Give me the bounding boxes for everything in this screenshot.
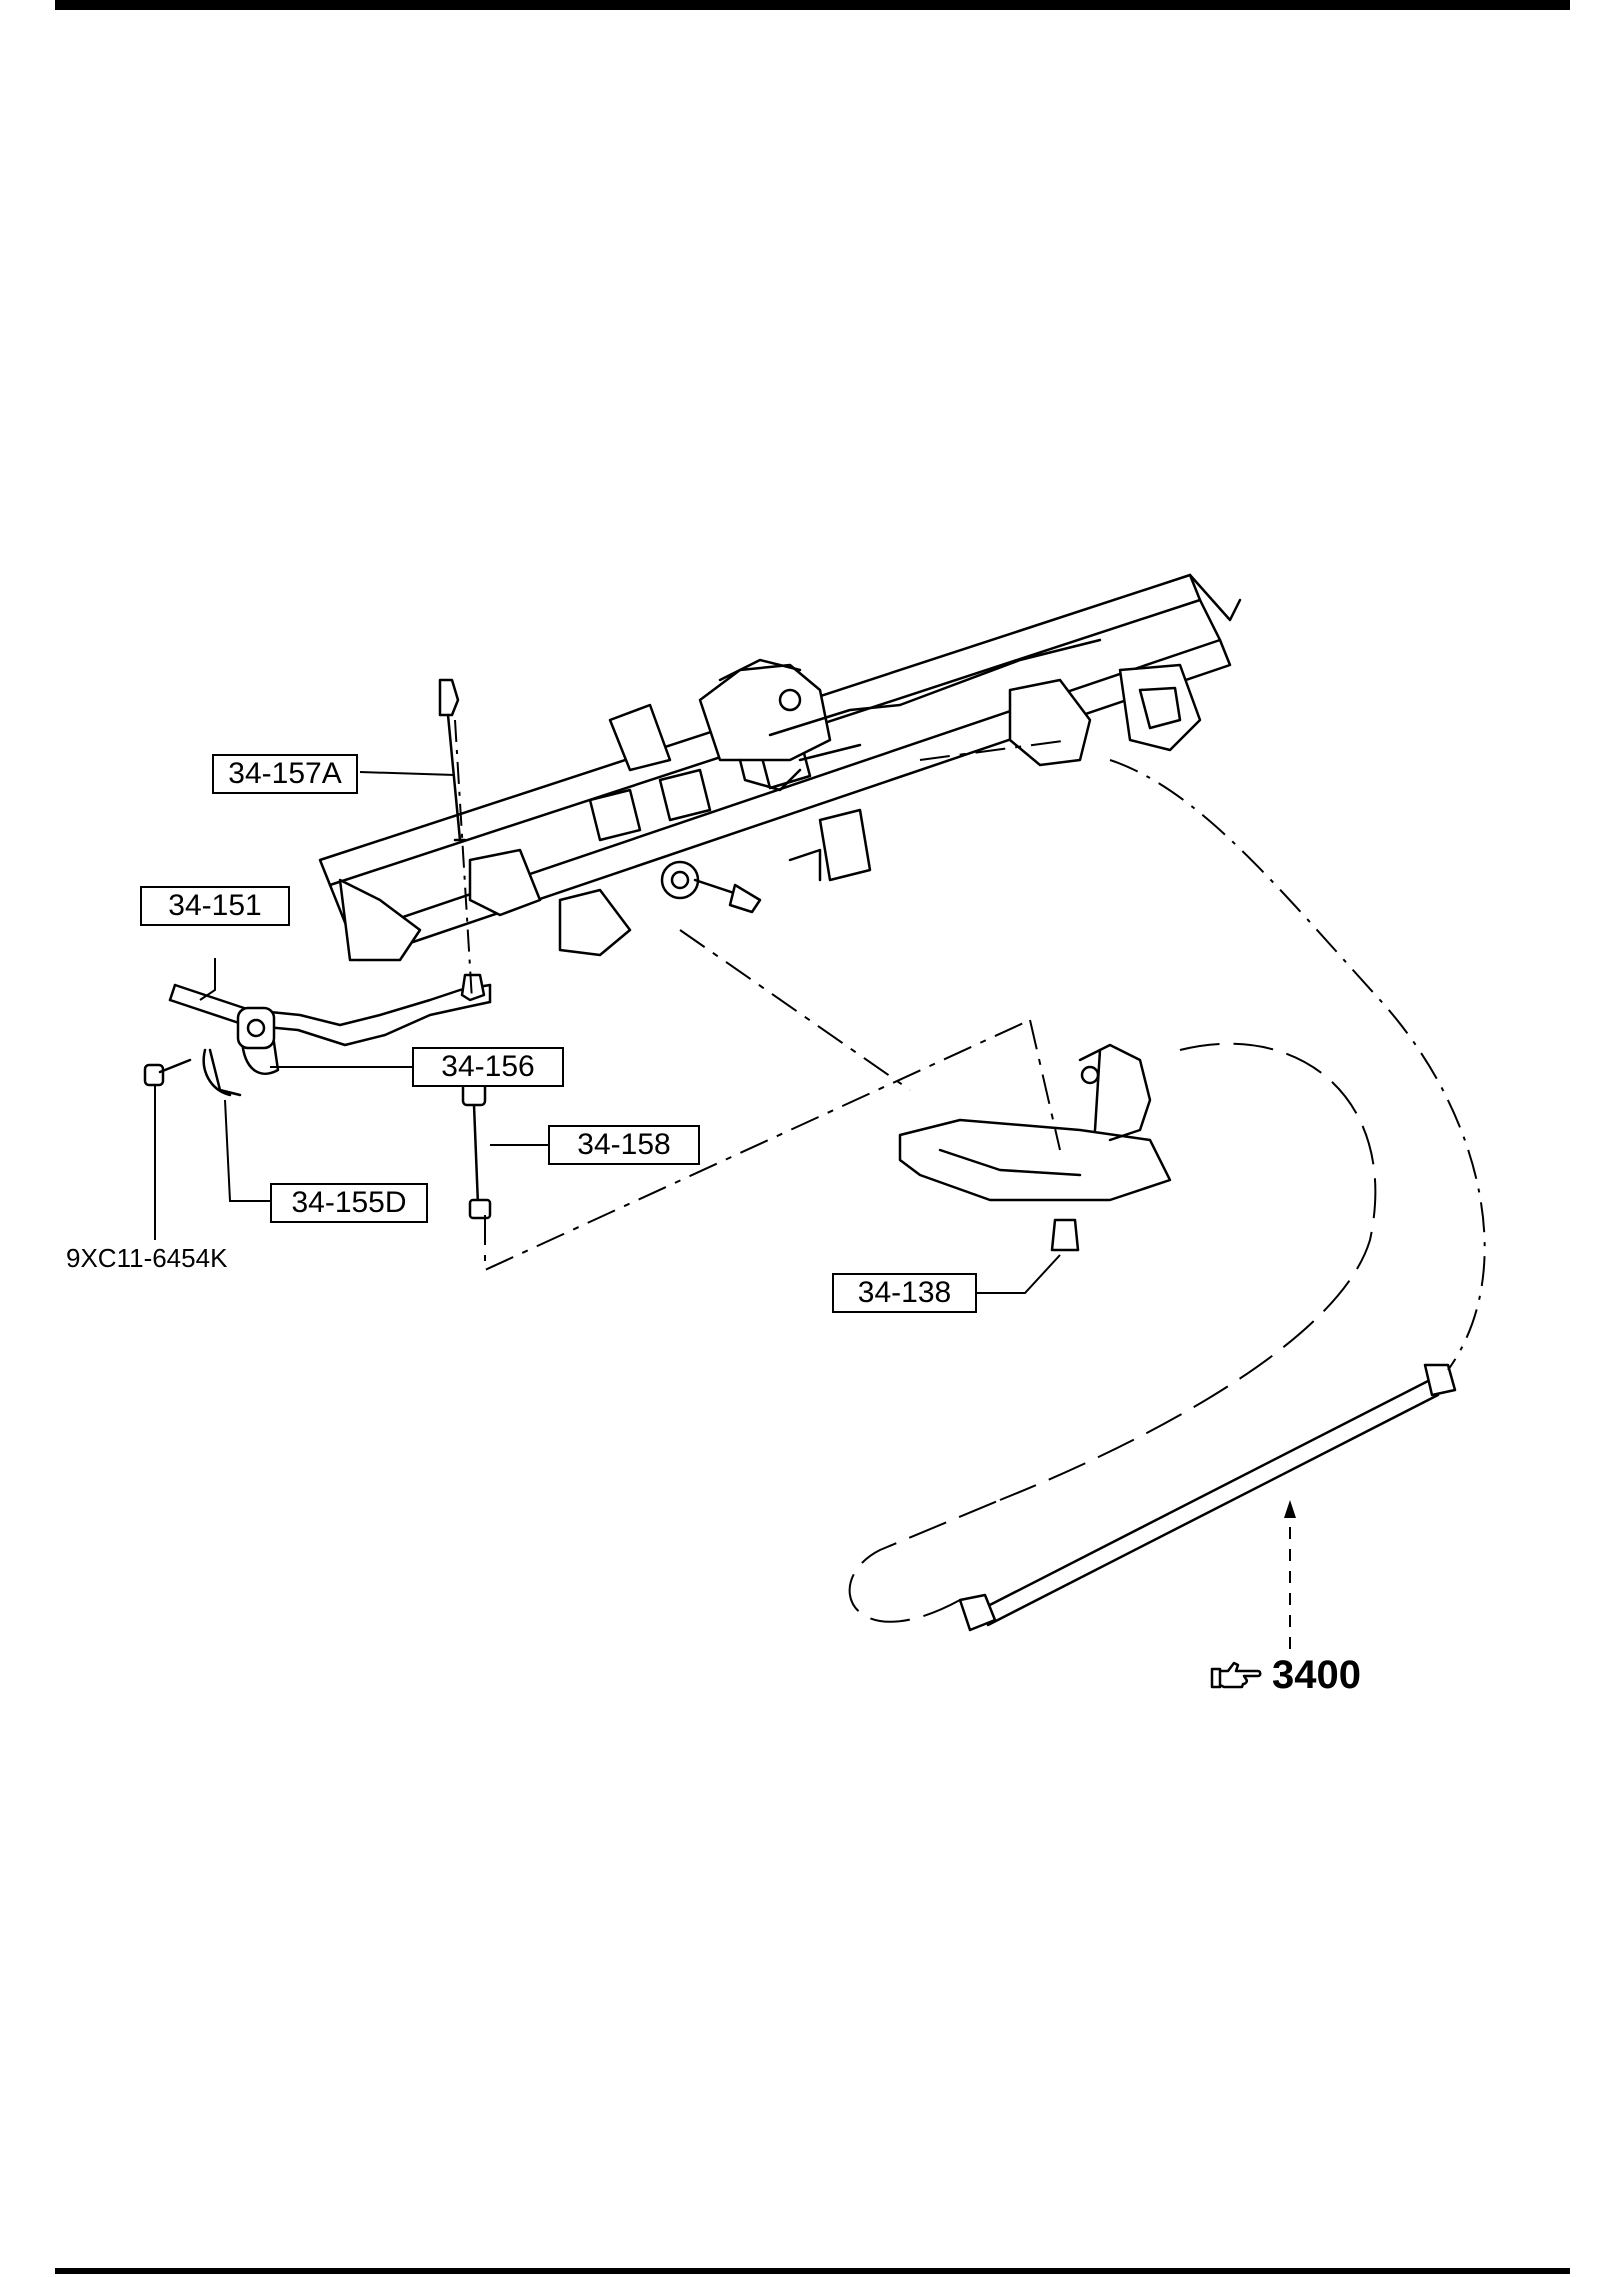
assembly-lines bbox=[454, 719, 1486, 1650]
bushing-bracket bbox=[202, 1006, 280, 1097]
lower-control-arm bbox=[898, 1043, 1172, 1202]
pivot-bolt bbox=[660, 860, 762, 914]
bracket-bolt bbox=[143, 1058, 192, 1087]
torsion-bar bbox=[958, 1363, 1457, 1632]
pointing-hand-icon bbox=[1210, 1659, 1262, 1691]
callout-34-155d: 34-155D bbox=[270, 1183, 428, 1223]
end-link-bolt-upper bbox=[438, 678, 486, 1002]
callout-34-138: 34-138 bbox=[832, 1273, 977, 1313]
callout-34-158: 34-158 bbox=[548, 1125, 700, 1165]
end-link-bolt-lower bbox=[461, 1073, 492, 1220]
frame-rail bbox=[318, 573, 1242, 962]
engine-mount bbox=[698, 638, 1102, 882]
callout-34-157a: 34-157A bbox=[212, 754, 358, 794]
reference-number: 3400 bbox=[1272, 1653, 1361, 1697]
reference-arrowhead bbox=[1284, 1500, 1296, 1518]
stabilizer-bar bbox=[168, 983, 492, 1047]
callout-34-151: 34-151 bbox=[140, 886, 290, 926]
bump-stopper bbox=[1050, 1218, 1080, 1252]
callout-34-156: 34-156 bbox=[412, 1047, 564, 1087]
leader-lines bbox=[154, 771, 1061, 1294]
section-reference[interactable]: 3400 bbox=[1210, 1651, 1361, 1699]
bolt-part-number: 9XC11-6454K bbox=[66, 1243, 228, 1273]
bottom-border-rule bbox=[55, 2268, 1570, 2274]
crossmember-bracket bbox=[1008, 663, 1202, 767]
top-border-rule bbox=[55, 0, 1570, 10]
